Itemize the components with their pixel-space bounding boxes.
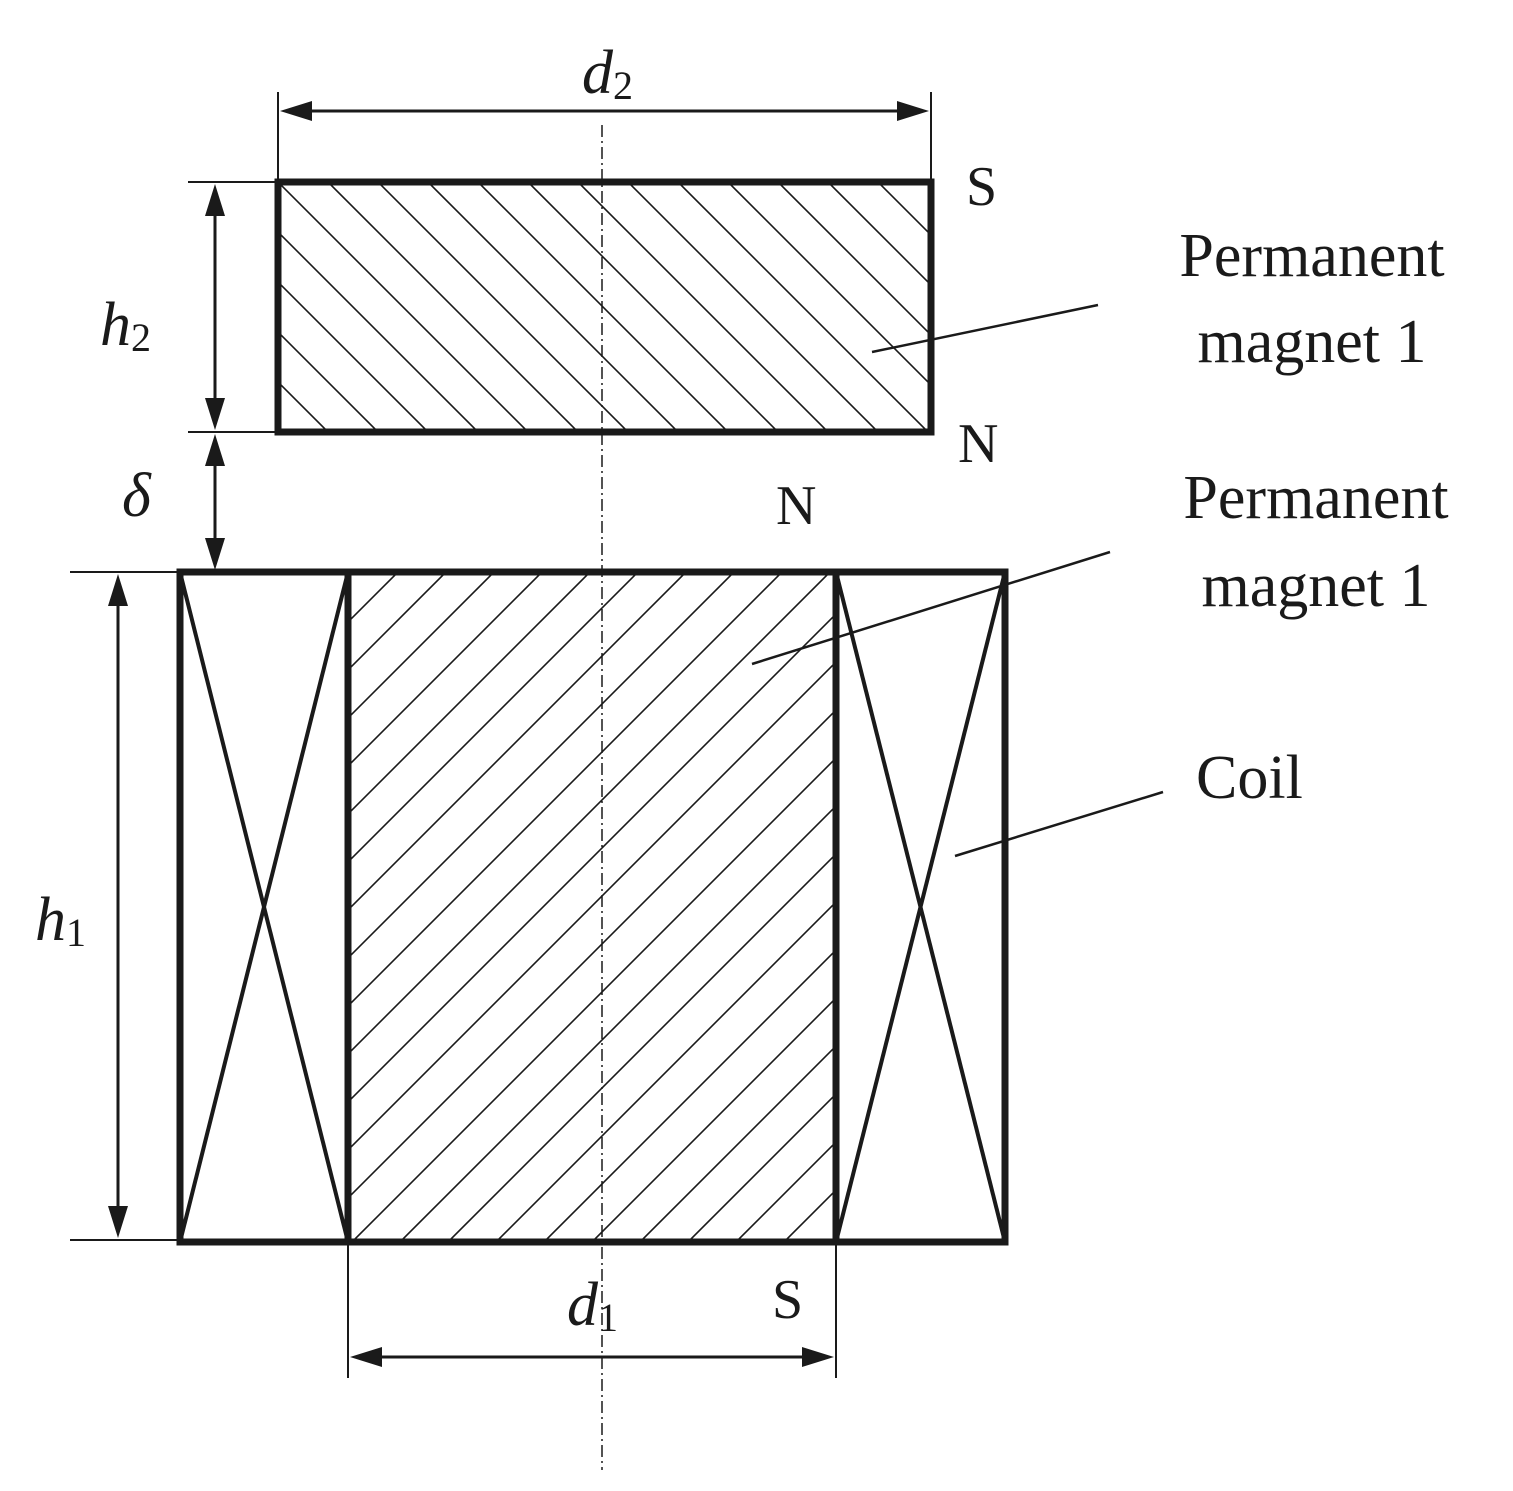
coil-body-outline	[176, 568, 1009, 1246]
hatch-line	[0, 572, 206, 1242]
top-magnet-label-line2: magnet 1	[1198, 308, 1427, 376]
pole-top-magnet-bottom: N	[958, 413, 998, 475]
d2-dimension-arrow	[280, 101, 929, 121]
hatch-line	[677, 182, 929, 432]
hatch-line	[348, 572, 831, 1056]
pole-bottom-magnet-top: N	[776, 475, 816, 537]
hatch-line	[527, 182, 779, 432]
core-magnet-hatching	[0, 572, 836, 1242]
hatch-line	[577, 182, 829, 432]
h1-label: h1	[35, 886, 86, 955]
top-magnet-label-line1: Permanent	[1179, 222, 1444, 290]
hatch-line	[0, 572, 158, 1242]
hatch-line	[348, 708, 836, 1200]
top-permanent-magnet	[274, 178, 935, 436]
hatch-line	[783, 1188, 836, 1242]
hatch-line	[627, 182, 879, 432]
hatch-line	[348, 572, 543, 768]
hatch-line	[0, 572, 14, 1242]
hatch-line	[348, 612, 836, 1104]
hatch-line	[831, 1236, 836, 1242]
bottom-magnet-leader	[751, 550, 1111, 666]
h2-label: h2	[100, 291, 151, 360]
hatch-line	[927, 182, 931, 187]
coil-left-cross-b	[178, 571, 350, 1243]
hatch-line	[348, 660, 836, 1152]
hatch-line	[687, 1092, 836, 1242]
hatch-line	[399, 804, 836, 1242]
hatch-line	[877, 182, 931, 237]
hatch-line	[278, 430, 279, 432]
hatch-line	[447, 852, 836, 1242]
hatch-line	[777, 182, 931, 337]
hatch-line	[827, 182, 931, 287]
hatch-line	[477, 182, 729, 432]
hatch-line	[278, 230, 479, 432]
hatch-line	[348, 572, 783, 1008]
hatch-line	[543, 948, 836, 1242]
delta-dimension-arrow	[205, 434, 225, 570]
d1-dimension-arrow	[350, 1347, 834, 1367]
hatch-line	[278, 280, 429, 432]
hatch-line	[348, 572, 639, 864]
hatch-line	[348, 572, 495, 720]
hatch-line	[278, 330, 379, 432]
h1-dimension-arrow	[108, 574, 128, 1238]
hatch-line	[348, 572, 591, 816]
hatch-line	[327, 182, 579, 432]
hatch-line	[348, 572, 447, 672]
hatch-line	[495, 900, 836, 1242]
top-magnet-hatching	[0, 182, 931, 432]
pole-bottom-magnet-bottom: S	[772, 1269, 803, 1331]
coil-leader	[954, 790, 1164, 858]
hatch-line	[377, 182, 629, 432]
bottom-magnet-label-line2: magnet 1	[1202, 552, 1431, 620]
d2-label: d2	[582, 39, 633, 108]
d1-label: d1	[567, 1271, 618, 1340]
hatch-line	[0, 182, 178, 432]
hatch-line	[348, 572, 735, 960]
hatch-line	[278, 380, 329, 432]
coil-label: Coil	[1196, 744, 1303, 812]
top-magnet-leader	[871, 303, 1099, 354]
hatch-line	[0, 182, 28, 432]
coil-right-cross-b	[834, 571, 1007, 1243]
hatch-line	[427, 182, 679, 432]
hatch-line	[278, 182, 529, 432]
bottom-magnet-label-line1: Permanent	[1183, 464, 1448, 532]
hatch-line	[351, 756, 836, 1242]
h2-dimension-arrow	[205, 184, 225, 430]
hatch-line	[727, 182, 931, 387]
delta-label: δ	[122, 462, 152, 530]
pole-top-magnet-top: S	[966, 156, 997, 218]
hatch-line	[591, 996, 836, 1242]
hatch-line	[639, 1044, 836, 1242]
hatch-line	[0, 182, 78, 432]
